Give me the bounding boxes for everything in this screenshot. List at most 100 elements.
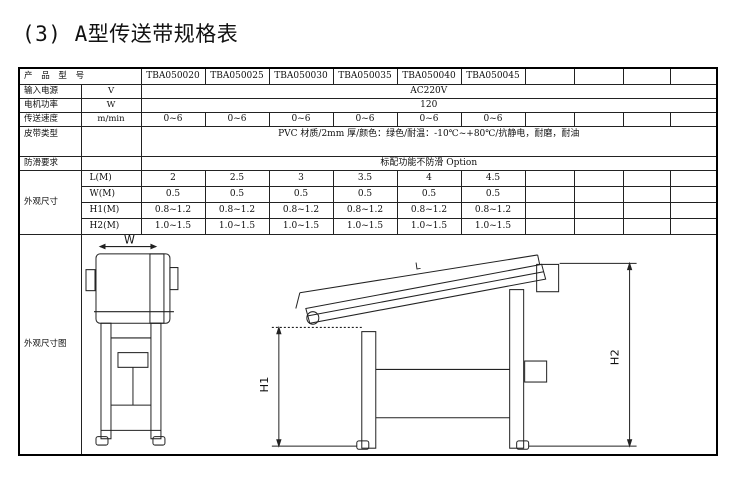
- motor-power-row: 电机功率 W 120: [18, 97, 718, 113]
- tail-pulley: [305, 310, 319, 325]
- left-leg: [99, 322, 111, 439]
- value-cell: 0.5: [396, 185, 462, 203]
- arrow-icon: [626, 438, 632, 448]
- empty-cell: [622, 185, 671, 203]
- value-cell: 1.0~1.5: [204, 217, 270, 235]
- dimension-name: L(M): [80, 169, 142, 187]
- unit-cell: V: [80, 83, 142, 99]
- empty-cell: [573, 169, 624, 187]
- value-cell: 0.8~1.2: [396, 201, 462, 219]
- empty-cell: [669, 185, 718, 203]
- page-heading: (3) A型传送带规格表: [22, 22, 239, 46]
- dimension-row-h2: H2(M) 1.0~1.5 1.0~1.5 1.0~1.5 1.0~1.5 1.…: [19, 217, 718, 235]
- value-cell: 0.5: [332, 185, 398, 203]
- empty-cell: [573, 67, 624, 85]
- value-cell: 3.5: [332, 169, 398, 187]
- belt-edge: [307, 270, 544, 316]
- model-cell: TBA050045: [460, 67, 526, 85]
- value-cell: 1.0~1.5: [396, 217, 462, 235]
- right-leg: [149, 322, 161, 439]
- value-cell: 4: [396, 169, 462, 187]
- side-view: [271, 253, 637, 450]
- dimension-name: H1(M): [80, 201, 142, 219]
- caster-icon: [515, 439, 529, 450]
- dimension-row-w: W(M) 0.5 0.5 0.5 0.5 0.5 0.5: [19, 185, 718, 203]
- empty-cell: [524, 217, 575, 235]
- l-dimension-line: [299, 253, 538, 293]
- drawing-cell: W L H1 H2: [80, 233, 718, 456]
- input-power-row: 输入电源 V AC220V: [18, 83, 718, 99]
- bracket: [168, 266, 178, 290]
- value-cell: 0~6: [460, 111, 526, 127]
- empty-cell: [80, 155, 142, 171]
- anti-slip-row: 防滑要求 标配功能不防滑 Option: [18, 155, 718, 171]
- value-cell: 2: [140, 169, 206, 187]
- belt-body: [304, 263, 546, 324]
- empty-cell: [573, 201, 624, 219]
- empty-cell: [622, 67, 671, 85]
- caster-icon: [151, 435, 165, 446]
- value-cell: 0~6: [204, 111, 270, 127]
- drawing-row: 外观尺寸图: [18, 233, 718, 456]
- row-label: 传送速度: [18, 111, 82, 127]
- h1-label: H1: [258, 376, 271, 392]
- value-cell: 3: [268, 169, 334, 187]
- l-label: L: [414, 260, 421, 272]
- value-cell: AC220V: [140, 83, 718, 99]
- belt-type-row: 皮带类型 PVC 材质/2mm 厚/颜色：绿色/耐温：-10℃~+80℃/抗静电…: [18, 125, 718, 157]
- value-cell: 0.8~1.2: [460, 201, 526, 219]
- empty-cell: [573, 111, 624, 127]
- arrow-icon: [275, 438, 282, 448]
- value-cell: 120: [140, 97, 718, 113]
- empty-cell: [573, 217, 624, 235]
- value-cell: 0.5: [204, 185, 270, 203]
- motor-box: [84, 268, 95, 291]
- value-cell: 0.5: [268, 185, 334, 203]
- empty-cell: [573, 185, 624, 203]
- empty-cell: [669, 67, 718, 85]
- value-cell: 0.8~1.2: [140, 201, 206, 219]
- dimension-row-h1: H1(M) 0.8~1.2 0.8~1.2 0.8~1.2 0.8~1.2 0.…: [19, 201, 718, 219]
- arrow-icon: [98, 243, 105, 249]
- value-cell: 0~6: [396, 111, 462, 127]
- belt-housing: [94, 252, 170, 324]
- model-cell: TBA050035: [332, 67, 398, 85]
- arrow-icon: [149, 243, 157, 249]
- value-cell: 0.8~1.2: [204, 201, 270, 219]
- value-cell: PVC 材质/2mm 厚/颜色：绿色/耐温：-10℃~+80℃/抗静电，耐磨，耐…: [140, 125, 718, 157]
- empty-cell: [524, 111, 575, 127]
- arrow-icon: [626, 261, 632, 270]
- row-label: 电机功率: [18, 97, 82, 113]
- conveyor-drawing: W L H1 H2: [84, 235, 637, 450]
- value-cell: 标配功能不防滑 Option: [140, 155, 718, 171]
- side-rail: [148, 252, 164, 324]
- value-cell: 1.0~1.5: [140, 217, 206, 235]
- value-cell: 0.5: [460, 185, 526, 203]
- empty-cell: [80, 125, 142, 157]
- value-cell: 1.0~1.5: [460, 217, 526, 235]
- model-cell: TBA050020: [140, 67, 206, 85]
- model-cell: TBA050040: [396, 67, 462, 85]
- w-label: W: [123, 235, 134, 246]
- left-leg: [360, 330, 376, 449]
- caster-icon: [355, 439, 369, 450]
- unit-cell: m/min: [80, 111, 142, 127]
- empty-cell: [524, 185, 575, 203]
- empty-cell: [669, 217, 718, 235]
- empty-cell: [524, 67, 575, 85]
- unit-cell: W: [80, 97, 142, 113]
- header-row: 产 品 型 号 TBA050020 TBA050025 TBA050030 TB…: [18, 67, 718, 85]
- dimension-name: W(M): [80, 185, 142, 203]
- dimension-name: H2(M): [80, 217, 142, 235]
- row-label: 皮带类型: [18, 125, 82, 157]
- row-label: 输入电源: [18, 83, 82, 99]
- row-label: 防滑要求: [18, 155, 82, 171]
- value-cell: 0~6: [140, 111, 206, 127]
- empty-cell: [622, 169, 671, 187]
- value-cell: 0~6: [268, 111, 334, 127]
- model-cell: TBA050025: [204, 67, 270, 85]
- gearbox: [116, 351, 148, 368]
- motor-box: [523, 360, 547, 383]
- empty-cell: [669, 169, 718, 187]
- value-cell: 4.5: [460, 169, 526, 187]
